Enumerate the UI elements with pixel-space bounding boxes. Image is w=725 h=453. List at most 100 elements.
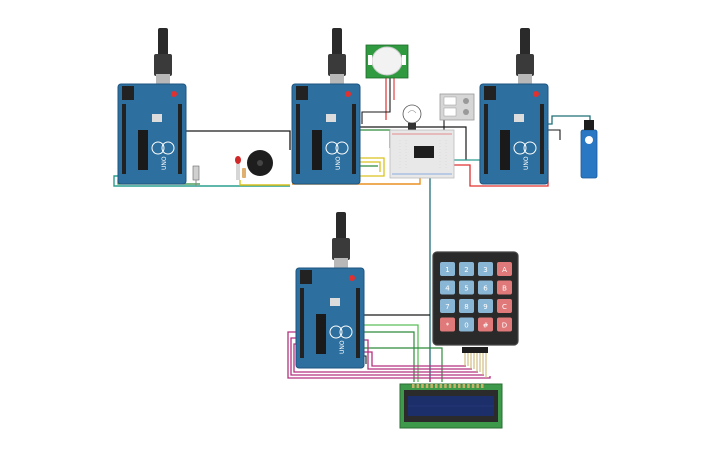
header-right	[352, 104, 356, 174]
keypad-key-label: B	[502, 285, 507, 293]
power-jack	[484, 86, 496, 100]
board-body	[117, 83, 187, 185]
wire-green-b4-lcd	[362, 331, 415, 382]
lcd-pin	[476, 384, 479, 388]
lcd-pin	[467, 384, 470, 388]
wire-teal-bb-b3	[452, 159, 481, 180]
piezo-buzzer	[247, 150, 273, 176]
power-jack	[300, 270, 312, 284]
keypad-key-label: #	[483, 322, 489, 330]
usb-connector	[334, 258, 348, 268]
usb-cable	[332, 28, 342, 58]
keypad-key-label: 8	[464, 303, 468, 311]
board-label: UNO	[161, 156, 168, 170]
keypad-key-label: 3	[483, 266, 487, 274]
lcd-pin	[439, 384, 443, 388]
lcd-pin	[444, 384, 447, 388]
board-body	[291, 83, 361, 185]
keypad-key-label: C	[502, 303, 507, 311]
arduino-board-2: UNO	[291, 28, 361, 185]
pir-sensor	[365, 44, 409, 79]
usb-connector	[330, 74, 344, 84]
keypad-key	[478, 280, 493, 295]
keypad-key	[459, 262, 474, 276]
wire-lightgreen-b4-lcd	[362, 324, 419, 382]
lcd-pin	[425, 384, 429, 388]
lcd-pin	[421, 384, 424, 388]
chip	[500, 130, 510, 170]
keypad-key	[440, 317, 455, 332]
chip	[138, 130, 148, 170]
keypad-key	[440, 299, 455, 313]
board-body	[295, 267, 365, 369]
usb-cable	[336, 212, 346, 242]
power-jack	[122, 86, 134, 100]
board-label: UNO	[523, 156, 530, 170]
relay-module	[439, 93, 475, 121]
header-left	[484, 104, 488, 174]
keypad-key	[497, 317, 512, 332]
keypad-key-label: 2	[464, 266, 468, 274]
pushbutton	[192, 165, 200, 186]
keypad-key	[478, 317, 493, 332]
wire-magenta-5	[362, 351, 466, 367]
keypad-key-label: 7	[445, 303, 449, 311]
chip	[316, 314, 326, 354]
wire-black-b2-bb	[334, 126, 467, 160]
wire-black-b1-b2	[186, 130, 291, 150]
keypad-key	[478, 262, 493, 276]
chip	[312, 130, 322, 170]
usb-connector	[518, 74, 532, 84]
wire-magenta-1	[287, 331, 491, 379]
arduino-board-3: UNO	[479, 28, 549, 185]
keypad-key-label: 0	[464, 322, 468, 330]
header-right	[178, 104, 182, 174]
board-label: UNO	[335, 156, 342, 170]
header-left	[296, 104, 300, 174]
keypad-key-label: A	[502, 266, 507, 274]
lcd-pin	[453, 384, 456, 388]
usb-connector	[156, 74, 170, 84]
header-left	[300, 288, 304, 358]
usb-cable	[520, 28, 530, 58]
header-right	[540, 104, 544, 174]
arduino-board-4: UNO	[295, 212, 365, 369]
lcd-pin	[458, 384, 461, 388]
keypad-key-label: 6	[483, 285, 488, 293]
keypad-key	[440, 262, 455, 276]
wire-black-servo	[548, 129, 561, 140]
wire-black-pir	[361, 78, 391, 124]
keypad-key-label: 4	[445, 285, 450, 293]
led	[235, 156, 241, 180]
wire-green2-b4-lcd	[362, 347, 443, 382]
keypad-key	[497, 299, 512, 313]
lcd-pin	[430, 384, 433, 388]
wire-yellow1-b2	[350, 157, 385, 177]
servo-motor	[580, 120, 598, 179]
keypad-pins	[462, 347, 488, 378]
lcd-pin	[462, 384, 466, 388]
lcd-pin	[435, 384, 438, 388]
keypad-key	[459, 280, 474, 295]
wire-magenta-2	[290, 337, 484, 376]
keypad-key-label: D	[502, 322, 507, 330]
keypad-key	[478, 299, 493, 313]
wire-yellow-bottom	[239, 180, 290, 186]
keypad-key-label: 5	[464, 285, 468, 293]
keypad-key	[497, 280, 512, 295]
wire-blue-servo	[548, 115, 591, 128]
usb-cable	[158, 28, 168, 58]
lcd-16x2	[399, 383, 503, 429]
board-label: UNO	[339, 340, 346, 354]
keypad-key	[440, 280, 455, 295]
lcd-pin	[416, 384, 420, 388]
lcd-pin	[471, 384, 475, 388]
breadboard	[389, 129, 455, 179]
keypad-key	[459, 299, 474, 313]
keypad-key-label: 9	[483, 303, 487, 311]
keypad-key-label: 1	[445, 266, 449, 274]
light-bulb	[402, 104, 422, 131]
keypad-key	[497, 262, 512, 276]
